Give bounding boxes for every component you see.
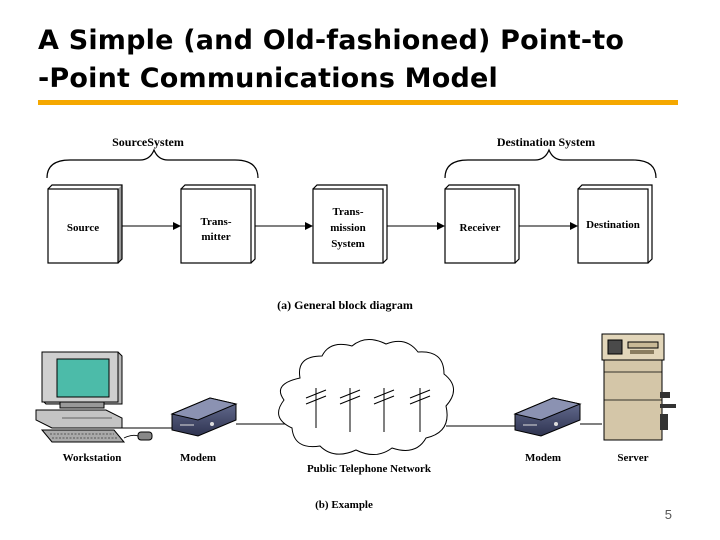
telephone-pole-icon: [305, 388, 431, 432]
page-number: 5: [664, 507, 672, 522]
block-label-source: Source: [67, 222, 99, 234]
caption-block-diagram: (a) General block diagram: [277, 298, 413, 312]
modem-left-icon: [170, 397, 238, 437]
label-modem-left: Modem: [180, 452, 216, 464]
title-line-1: A Simple (and Old-fashioned) Point-to: [38, 25, 625, 56]
caption-example: (b) Example: [315, 499, 373, 511]
workstation-icon: [35, 351, 153, 443]
title-underline: [38, 100, 678, 105]
title-line-2: -Point Communications Model: [38, 63, 498, 94]
block-label-transmission-3: System: [331, 238, 365, 250]
block-label-transmission-1: Trans-: [333, 206, 364, 218]
label-network: Public Telephone Network: [307, 463, 432, 475]
block-transmission-system: [312, 184, 388, 264]
block-label-transmitter-2: mitter: [201, 231, 230, 243]
block-source: [47, 184, 123, 264]
destination-system-brace: [444, 148, 657, 179]
label-server: Server: [617, 452, 648, 464]
group-label-destination-system: Destination System: [497, 135, 595, 149]
block-destination: [577, 184, 653, 264]
modem-right-icon: [513, 397, 582, 437]
block-label-receiver: Receiver: [460, 222, 501, 234]
label-modem-right: Modem: [525, 452, 561, 464]
server-icon: [601, 333, 676, 441]
block-transmitter: [180, 184, 256, 264]
slide-title: A Simple (and Old-fashioned) Point-to -P…: [38, 22, 688, 98]
label-workstation: Workstation: [63, 452, 122, 464]
source-system-brace: [46, 148, 259, 179]
block-label-transmission-2: mission: [330, 222, 365, 234]
block-label-transmitter-1: Trans-: [201, 216, 232, 228]
cloud-icon: [278, 339, 454, 455]
block-label-destination: Destination: [586, 219, 640, 231]
block-receiver: [444, 184, 520, 264]
group-label-source-system: SourceSystem: [112, 135, 184, 149]
